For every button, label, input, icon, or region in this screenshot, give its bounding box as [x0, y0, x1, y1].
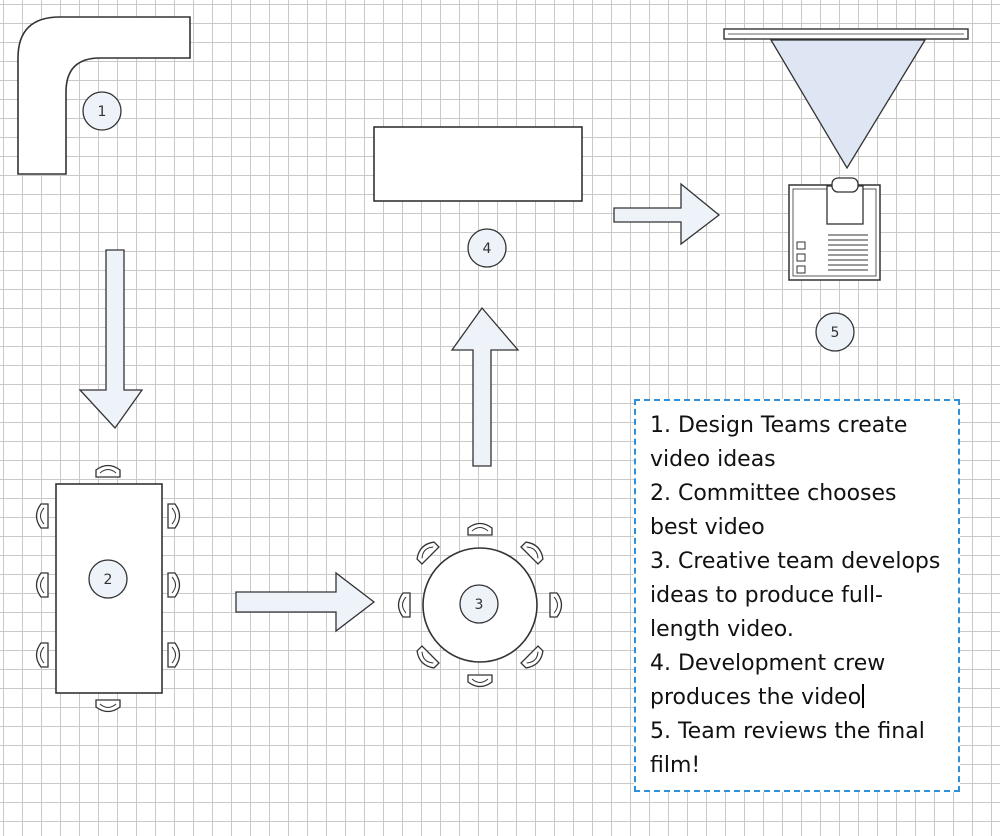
step-marker-1: 1: [82, 91, 122, 131]
step-marker-4: 4: [467, 228, 507, 268]
step-marker-3: 3: [459, 584, 499, 624]
svg-text:1: 1: [98, 104, 107, 120]
step-marker-2: 2: [88, 559, 128, 599]
arrow-down: [78, 249, 144, 430]
svg-text:3: 3: [475, 597, 484, 613]
projection-screen[interactable]: [723, 28, 969, 40]
svg-text:2: 2: [104, 572, 113, 588]
step-text-1: 1. Design Teams create video ideas: [650, 413, 908, 472]
projector[interactable]: [788, 177, 881, 281]
production-desk[interactable]: [373, 126, 583, 202]
step-text-4: 4. Development crew produces the video: [650, 647, 948, 715]
arrow-up: [450, 306, 520, 467]
step-text-4-content: 4. Development crew produces the video: [650, 651, 886, 710]
step-marker-5: 5: [815, 312, 855, 352]
svg-text:5: 5: [831, 325, 840, 341]
projection-beam: [769, 39, 927, 170]
step-text-5: 5. Team reviews the final film!: [650, 719, 925, 778]
step-text-3: 3. Creative team develops ideas to produ…: [650, 549, 941, 642]
l-shaped-desk[interactable]: [17, 16, 191, 175]
step-text-2: 2. Committee chooses best video: [650, 481, 897, 540]
steps-text-box[interactable]: 1. Design Teams create video ideas 2. Co…: [634, 399, 960, 792]
arrow-right-lower: [235, 571, 376, 633]
svg-text:4: 4: [483, 241, 492, 257]
arrow-right-upper: [613, 182, 721, 246]
text-cursor: [862, 684, 864, 708]
